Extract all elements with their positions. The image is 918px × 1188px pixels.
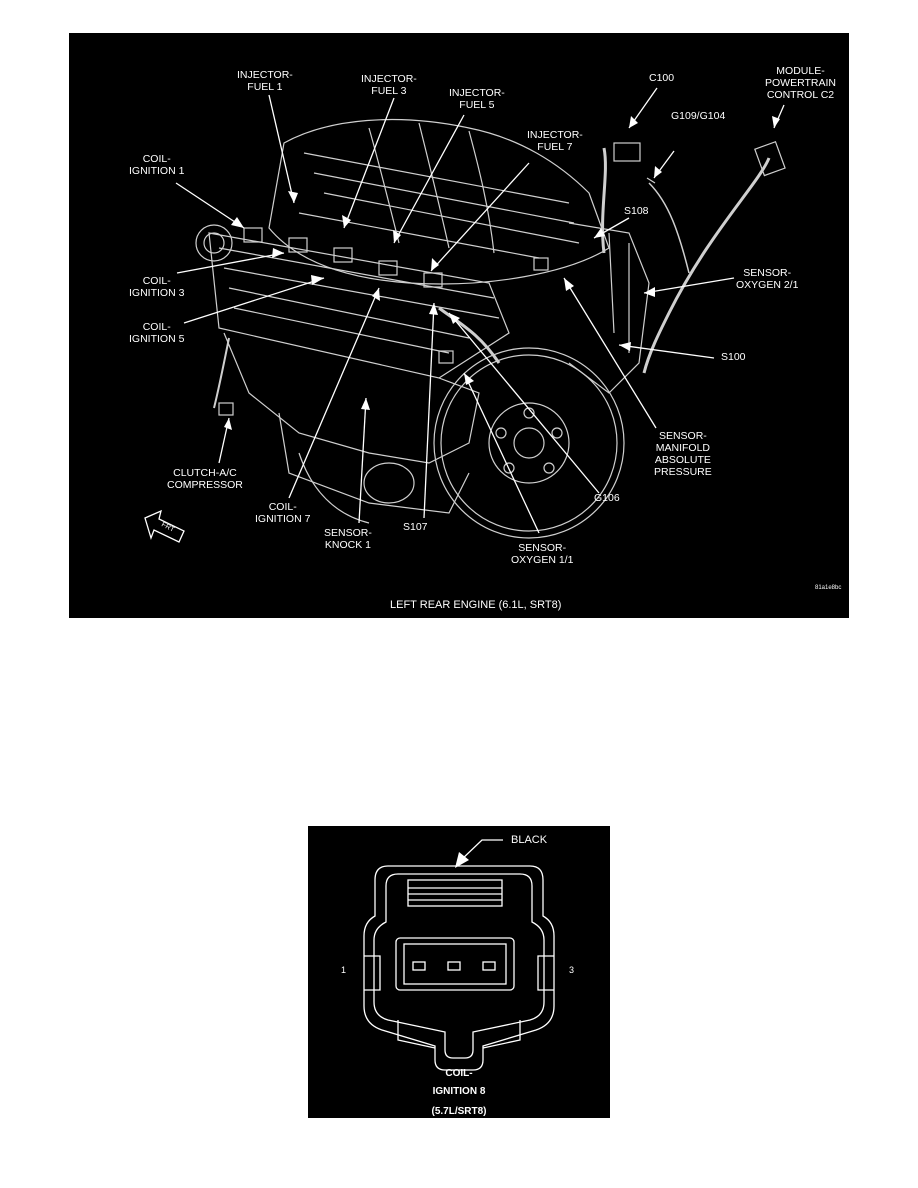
label-injector-fuel-5: INJECTOR- FUEL 5 — [449, 87, 505, 111]
label-c100: C100 — [649, 72, 675, 84]
label-coil-ignition-5: COIL- IGNITION 5 — [129, 321, 185, 345]
connector-title-line1: COIL- — [445, 1068, 473, 1079]
pin-3-label: 3 — [569, 965, 575, 975]
connector-face-illustration — [363, 839, 555, 1071]
label-sensor-manifold-absolute-pressure: SENSOR- MANIFOLD ABSOLUTE PRESSURE — [654, 430, 712, 478]
pin-1-label: 1 — [341, 965, 347, 975]
connector-title-line3: (5.7L/SRT8) — [431, 1106, 487, 1117]
label-sensor-knock-1: SENSOR- KNOCK 1 — [324, 527, 372, 551]
label-g106: G106 — [594, 492, 620, 504]
engine-wiring-figure: INJECTOR- FUEL 1 INJECTOR- FUEL 3 INJECT… — [69, 33, 849, 618]
engine-illustration — [144, 87, 786, 543]
label-clutch-ac-compressor: CLUTCH-A/C COMPRESSOR — [167, 467, 243, 491]
color-label: BLACK — [511, 834, 548, 846]
label-sensor-oxygen-2-1: SENSOR- OXYGEN 2/1 — [736, 267, 799, 291]
front-arrow-icon — [144, 509, 185, 543]
label-sensor-oxygen-1-1: SENSOR- OXYGEN 1/1 — [511, 542, 574, 566]
label-injector-fuel-3: INJECTOR- FUEL 3 — [361, 73, 417, 97]
connector-title-line2: IGNITION 8 — [432, 1086, 486, 1097]
figure-code: 81a1e8bc — [815, 585, 842, 591]
coil-connector-figure: BLACK 1 3 COIL- IGNITION 8 (5.7L/SRT8) — [308, 826, 610, 1118]
label-s107: S107 — [403, 521, 428, 533]
label-module-powertrain-control: MODULE- POWERTRAIN CONTROL C2 — [765, 65, 836, 101]
label-injector-fuel-1: INJECTOR- FUEL 1 — [237, 69, 293, 93]
label-injector-fuel-7: INJECTOR- FUEL 7 — [527, 129, 583, 153]
figure-caption: LEFT REAR ENGINE (6.1L, SRT8) — [390, 599, 562, 611]
label-coil-ignition-1: COIL- IGNITION 1 — [129, 153, 185, 177]
label-s108: S108 — [624, 205, 649, 217]
label-coil-ignition-7: COIL- IGNITION 7 — [255, 501, 311, 525]
label-g109-g104: G109/G104 — [671, 110, 726, 122]
label-coil-ignition-3: COIL- IGNITION 3 — [129, 275, 185, 299]
label-s100: S100 — [721, 351, 746, 363]
